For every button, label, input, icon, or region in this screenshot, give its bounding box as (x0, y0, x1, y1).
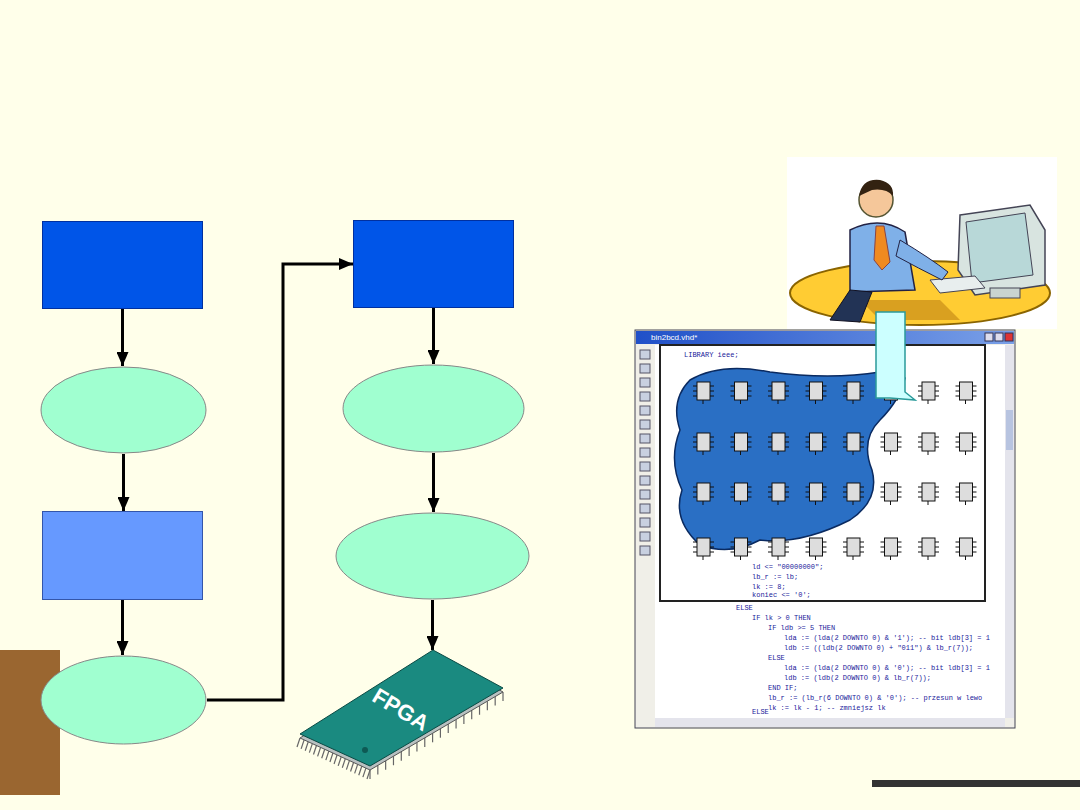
code-line: ELSE (768, 654, 785, 663)
code-line: END IF; (768, 684, 797, 693)
code-line: LIBRARY ieee; (684, 351, 739, 360)
data-ellipse (342, 364, 525, 453)
flow-arrow (431, 600, 434, 650)
side-bar (0, 650, 60, 795)
flow-arrow (432, 308, 435, 364)
data-ellipse (335, 512, 530, 600)
code-line: ld <= "00000000"; (752, 563, 823, 572)
person-illustration (787, 157, 1057, 329)
data-ellipse (40, 366, 207, 454)
code-line: lda := (lda(2 DOWNTO 0) & '0'); -- bit l… (784, 664, 990, 673)
bottom-rule (872, 780, 1080, 787)
editor-window (635, 330, 1015, 728)
code-line: ldb := (ldb(2 DOWNTO 0) & lb_r(7)); (784, 674, 931, 683)
flow-arrow (432, 453, 435, 512)
code-line: lda := (lda(2 DOWNTO 0) & '1'); -- bit l… (784, 634, 990, 643)
flow-arrow (122, 454, 125, 511)
process-box (42, 511, 203, 600)
code-line: ldb := ((ldb(2 DOWNTO 0) + "011") & lb_r… (784, 644, 973, 653)
flow-arrow (121, 600, 124, 655)
code-line: koniec <= '0'; (752, 591, 811, 600)
window-title: bin2bcd.vhd* (651, 332, 697, 343)
code-line: ELSE (736, 604, 753, 613)
code-line: IF ldb >= 5 THEN (768, 624, 835, 633)
code-line: lk := lk - 1; -- zmniejsz lk (768, 704, 886, 713)
code-line: lb_r := lb; (752, 573, 798, 582)
logic-cell-array (660, 345, 985, 601)
code-line: ELSE (752, 708, 769, 717)
data-ellipse (40, 655, 207, 745)
process-box (42, 221, 203, 309)
code-line: lk := 8; (752, 583, 786, 592)
flow-arrow (121, 309, 124, 366)
pointer-callout (876, 312, 915, 400)
code-line: IF lk > 0 THEN (752, 614, 811, 623)
process-box (353, 220, 514, 308)
fpga-chip: FPGA (295, 650, 507, 772)
code-line: lb_r := (lb_r(6 DOWNTO 0) & '0'); -- prz… (768, 694, 982, 703)
flow-arrow (207, 264, 353, 700)
